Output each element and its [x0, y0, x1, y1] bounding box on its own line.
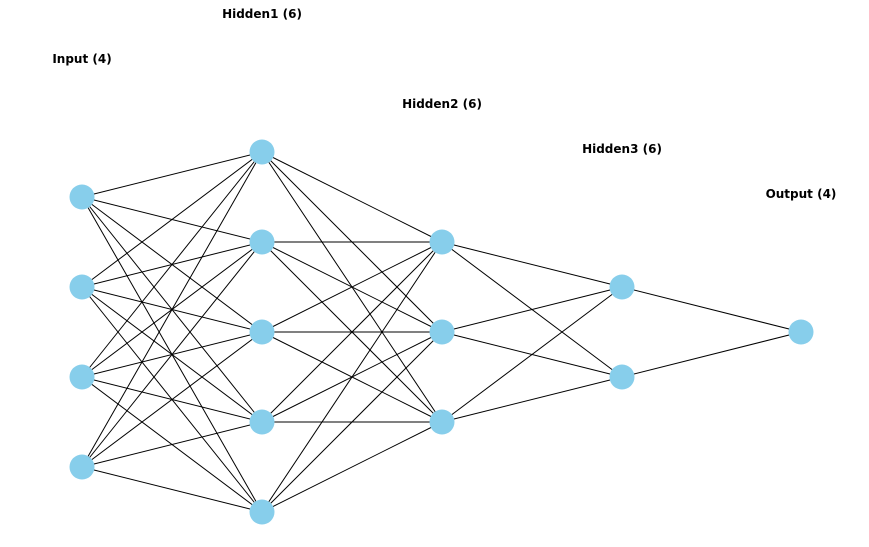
layer-label-hidden1: Hidden1 (6): [222, 7, 302, 21]
edge-input-3-to-hidden1-1: [81, 151, 263, 378]
edge-input-4-to-hidden1-1: [81, 151, 263, 468]
edge-hidden2-3-to-hidden3-2: [441, 376, 623, 423]
edge-hidden1-5-to-hidden2-1: [261, 241, 443, 513]
node-input-2: [69, 274, 95, 300]
edge-hidden1-3-to-hidden2-1: [261, 241, 443, 333]
edge-input-4-to-hidden1-5: [81, 466, 263, 513]
node-hidden2-2: [429, 319, 455, 345]
edge-input-4-to-hidden1-2: [81, 241, 263, 468]
edge-input-1-to-hidden1-1: [81, 151, 263, 198]
node-hidden3-2: [609, 364, 635, 390]
node-input-3: [69, 364, 95, 390]
layer-label-hidden3: Hidden3 (6): [582, 142, 662, 156]
node-hidden1-3: [249, 319, 275, 345]
edge-hidden1-5-to-hidden2-2: [261, 331, 443, 513]
layer-label-output: Output (4): [766, 187, 837, 201]
layer-label-input: Input (4): [52, 52, 111, 66]
edge-hidden2-2-to-hidden3-1: [441, 286, 623, 333]
node-hidden2-1: [429, 229, 455, 255]
node-hidden1-2: [249, 229, 275, 255]
node-output-1: [788, 319, 814, 345]
edges: [81, 151, 802, 513]
node-hidden1-5: [249, 499, 275, 525]
edge-hidden2-1-to-hidden3-1: [441, 241, 623, 288]
nodes: [69, 139, 814, 525]
edge-input-4-to-hidden1-3: [81, 331, 263, 468]
node-hidden3-1: [609, 274, 635, 300]
node-hidden2-3: [429, 409, 455, 435]
edge-input-4-to-hidden1-4: [81, 421, 263, 468]
edge-input-2-to-hidden1-1: [81, 151, 263, 288]
node-hidden1-1: [249, 139, 275, 165]
edge-hidden1-1-to-hidden2-1: [261, 151, 443, 243]
node-input-1: [69, 184, 95, 210]
edge-hidden1-5-to-hidden2-3: [261, 421, 443, 513]
edge-hidden2-3-to-hidden3-1: [441, 286, 623, 423]
layer-label-hidden2: Hidden2 (6): [402, 97, 482, 111]
edge-hidden1-4-to-hidden2-1: [261, 241, 443, 423]
layer-labels: Input (4) Hidden1 (6) Hidden2 (6) Hidden…: [52, 7, 836, 201]
node-hidden1-4: [249, 409, 275, 435]
node-input-4: [69, 454, 95, 480]
edge-hidden3-1-to-output-1: [621, 286, 802, 333]
edge-hidden3-2-to-output-1: [621, 331, 802, 378]
